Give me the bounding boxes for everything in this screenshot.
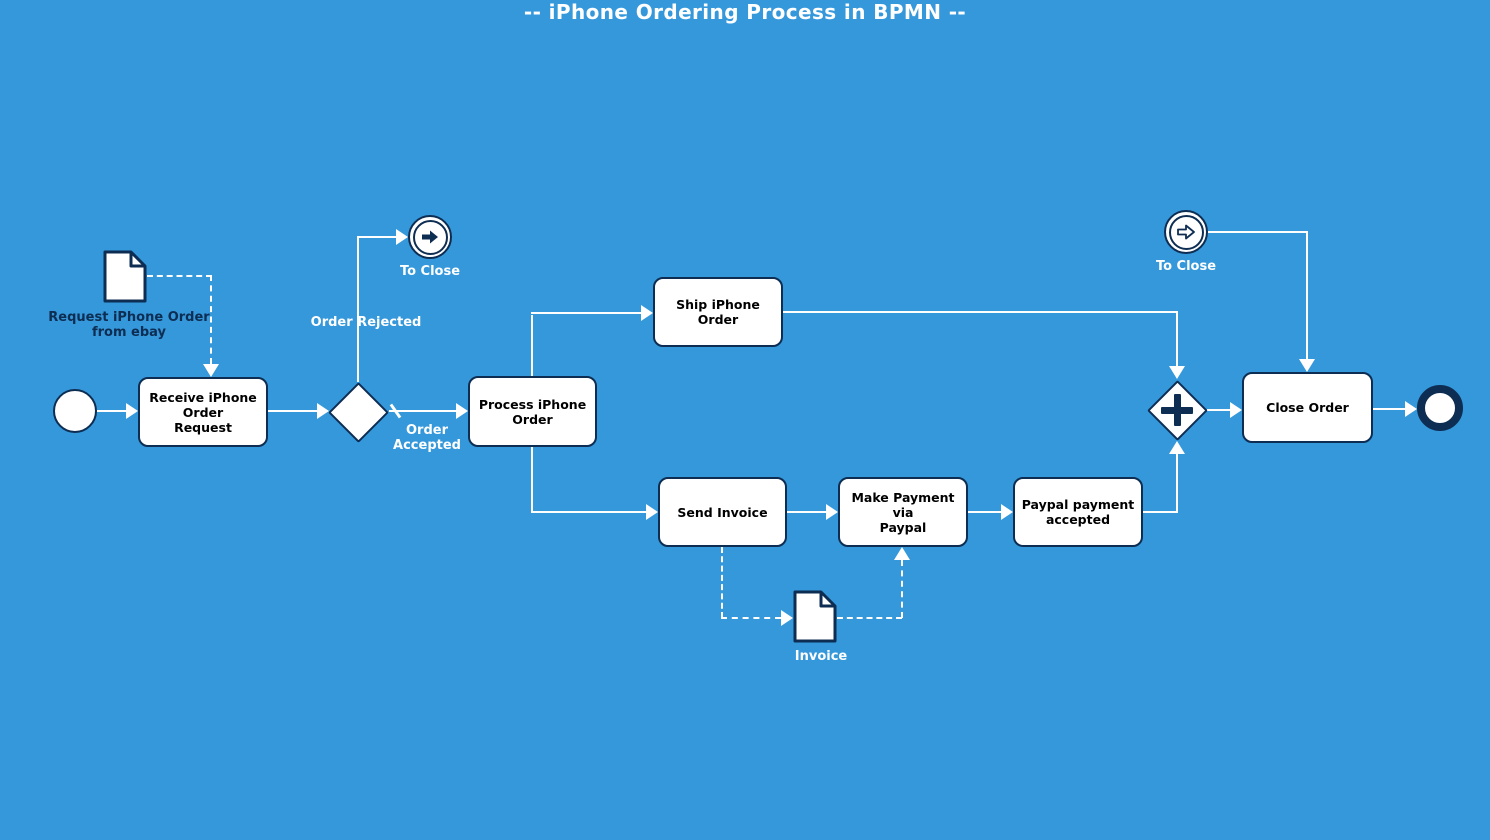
task-ship-order[interactable]: Ship iPhone Order: [653, 277, 783, 347]
arrowhead-icon: [646, 504, 658, 520]
end-event[interactable]: [1417, 385, 1463, 431]
flow-process-to-ship-vertical: [531, 315, 533, 376]
flow-close-to-end: [1373, 408, 1405, 410]
flow-invoice-to-payment: [787, 511, 826, 513]
flow-receive-to-gateway: [268, 410, 317, 412]
start-event[interactable]: [53, 389, 97, 433]
invoice-doc-label: Invoice: [794, 649, 848, 664]
arrowhead-icon: [1169, 366, 1185, 379]
flow-toclose-to-close-vertical: [1306, 231, 1308, 359]
request-doc-label: Request iPhone Order from ebay: [48, 310, 210, 340]
task-close-order[interactable]: Close Order: [1242, 372, 1373, 443]
arrowhead-icon: [1001, 504, 1013, 520]
flow-join-to-close: [1207, 409, 1230, 411]
link-throw-event-to-close[interactable]: [408, 215, 452, 259]
data-object-invoice[interactable]: [793, 590, 837, 647]
flow-accepted-to-join-horizontal: [1143, 511, 1178, 513]
arrowhead-icon: [396, 229, 408, 245]
flow-process-to-ship-horizontal: [531, 312, 641, 314]
arrowhead-icon: [1405, 401, 1417, 417]
flow-gateway-to-process: [389, 410, 456, 412]
flow-ship-to-join-horizontal: [782, 311, 1178, 313]
flow-gateway-to-toclose-horizontal: [357, 236, 396, 238]
event-inner-ring: [1168, 214, 1204, 250]
arrowhead-icon: [894, 547, 910, 560]
task-send-invoice[interactable]: Send Invoice: [658, 477, 787, 547]
flow-accepted-to-join-vertical: [1176, 454, 1178, 513]
arrowhead-icon: [826, 504, 838, 520]
arrowhead-icon: [1299, 359, 1315, 372]
arrowhead-icon: [317, 403, 329, 419]
association-sendinvoice-doc-horizontal: [721, 617, 781, 619]
flow-payment-to-accepted: [968, 511, 1001, 513]
task-receive-order[interactable]: Receive iPhone Order Request: [138, 377, 268, 447]
arrowhead-icon: [1230, 402, 1242, 418]
association-sendinvoice-doc-vertical: [721, 547, 723, 618]
data-object-request[interactable]: [103, 250, 147, 307]
association-request-doc-vertical: [210, 275, 212, 364]
flow-toclose-to-close-horizontal: [1208, 231, 1308, 233]
gateway-diamond: [327, 381, 389, 443]
document-icon: [793, 590, 837, 643]
to-close-right-label: To Close: [1155, 259, 1217, 274]
task-process-order[interactable]: Process iPhone Order: [468, 376, 597, 447]
flow-gateway-to-toclose-vertical: [357, 236, 359, 382]
parallel-gateway[interactable]: [1146, 379, 1208, 441]
arrowhead-icon: [203, 364, 219, 377]
task-make-payment[interactable]: Make Payment via Paypal: [838, 477, 968, 547]
association-request-doc-horizontal: [147, 275, 212, 277]
association-doc-payment-vertical: [901, 560, 903, 618]
arrowhead-icon: [1169, 441, 1185, 454]
link-catch-arrow-icon: [1177, 224, 1195, 240]
document-icon: [103, 250, 147, 303]
arrowhead-icon: [781, 610, 793, 626]
flow-ship-to-join-vertical: [1176, 311, 1178, 367]
exclusive-gateway[interactable]: [327, 381, 389, 443]
plus-icon: [1173, 394, 1181, 426]
task-paypal-accepted[interactable]: Paypal payment accepted: [1013, 477, 1143, 547]
order-rejected-label: Order Rejected: [310, 315, 422, 330]
to-close-left-label: To Close: [399, 264, 461, 279]
event-inner-ring: [412, 219, 448, 255]
flow-process-to-invoice-vertical: [531, 447, 533, 511]
arrowhead-icon: [641, 305, 653, 321]
order-accepted-label: Order Accepted: [393, 423, 461, 453]
flow-start-to-receive: [97, 410, 126, 412]
link-catch-event-to-close[interactable]: [1164, 210, 1208, 254]
diagram-title: -- iPhone Ordering Process in BPMN --: [523, 0, 967, 24]
association-doc-payment-horizontal: [837, 617, 902, 619]
flow-process-to-invoice-horizontal: [531, 511, 646, 513]
arrowhead-icon: [126, 403, 138, 419]
link-throw-arrow-icon: [422, 230, 438, 244]
arrowhead-icon: [456, 403, 468, 419]
